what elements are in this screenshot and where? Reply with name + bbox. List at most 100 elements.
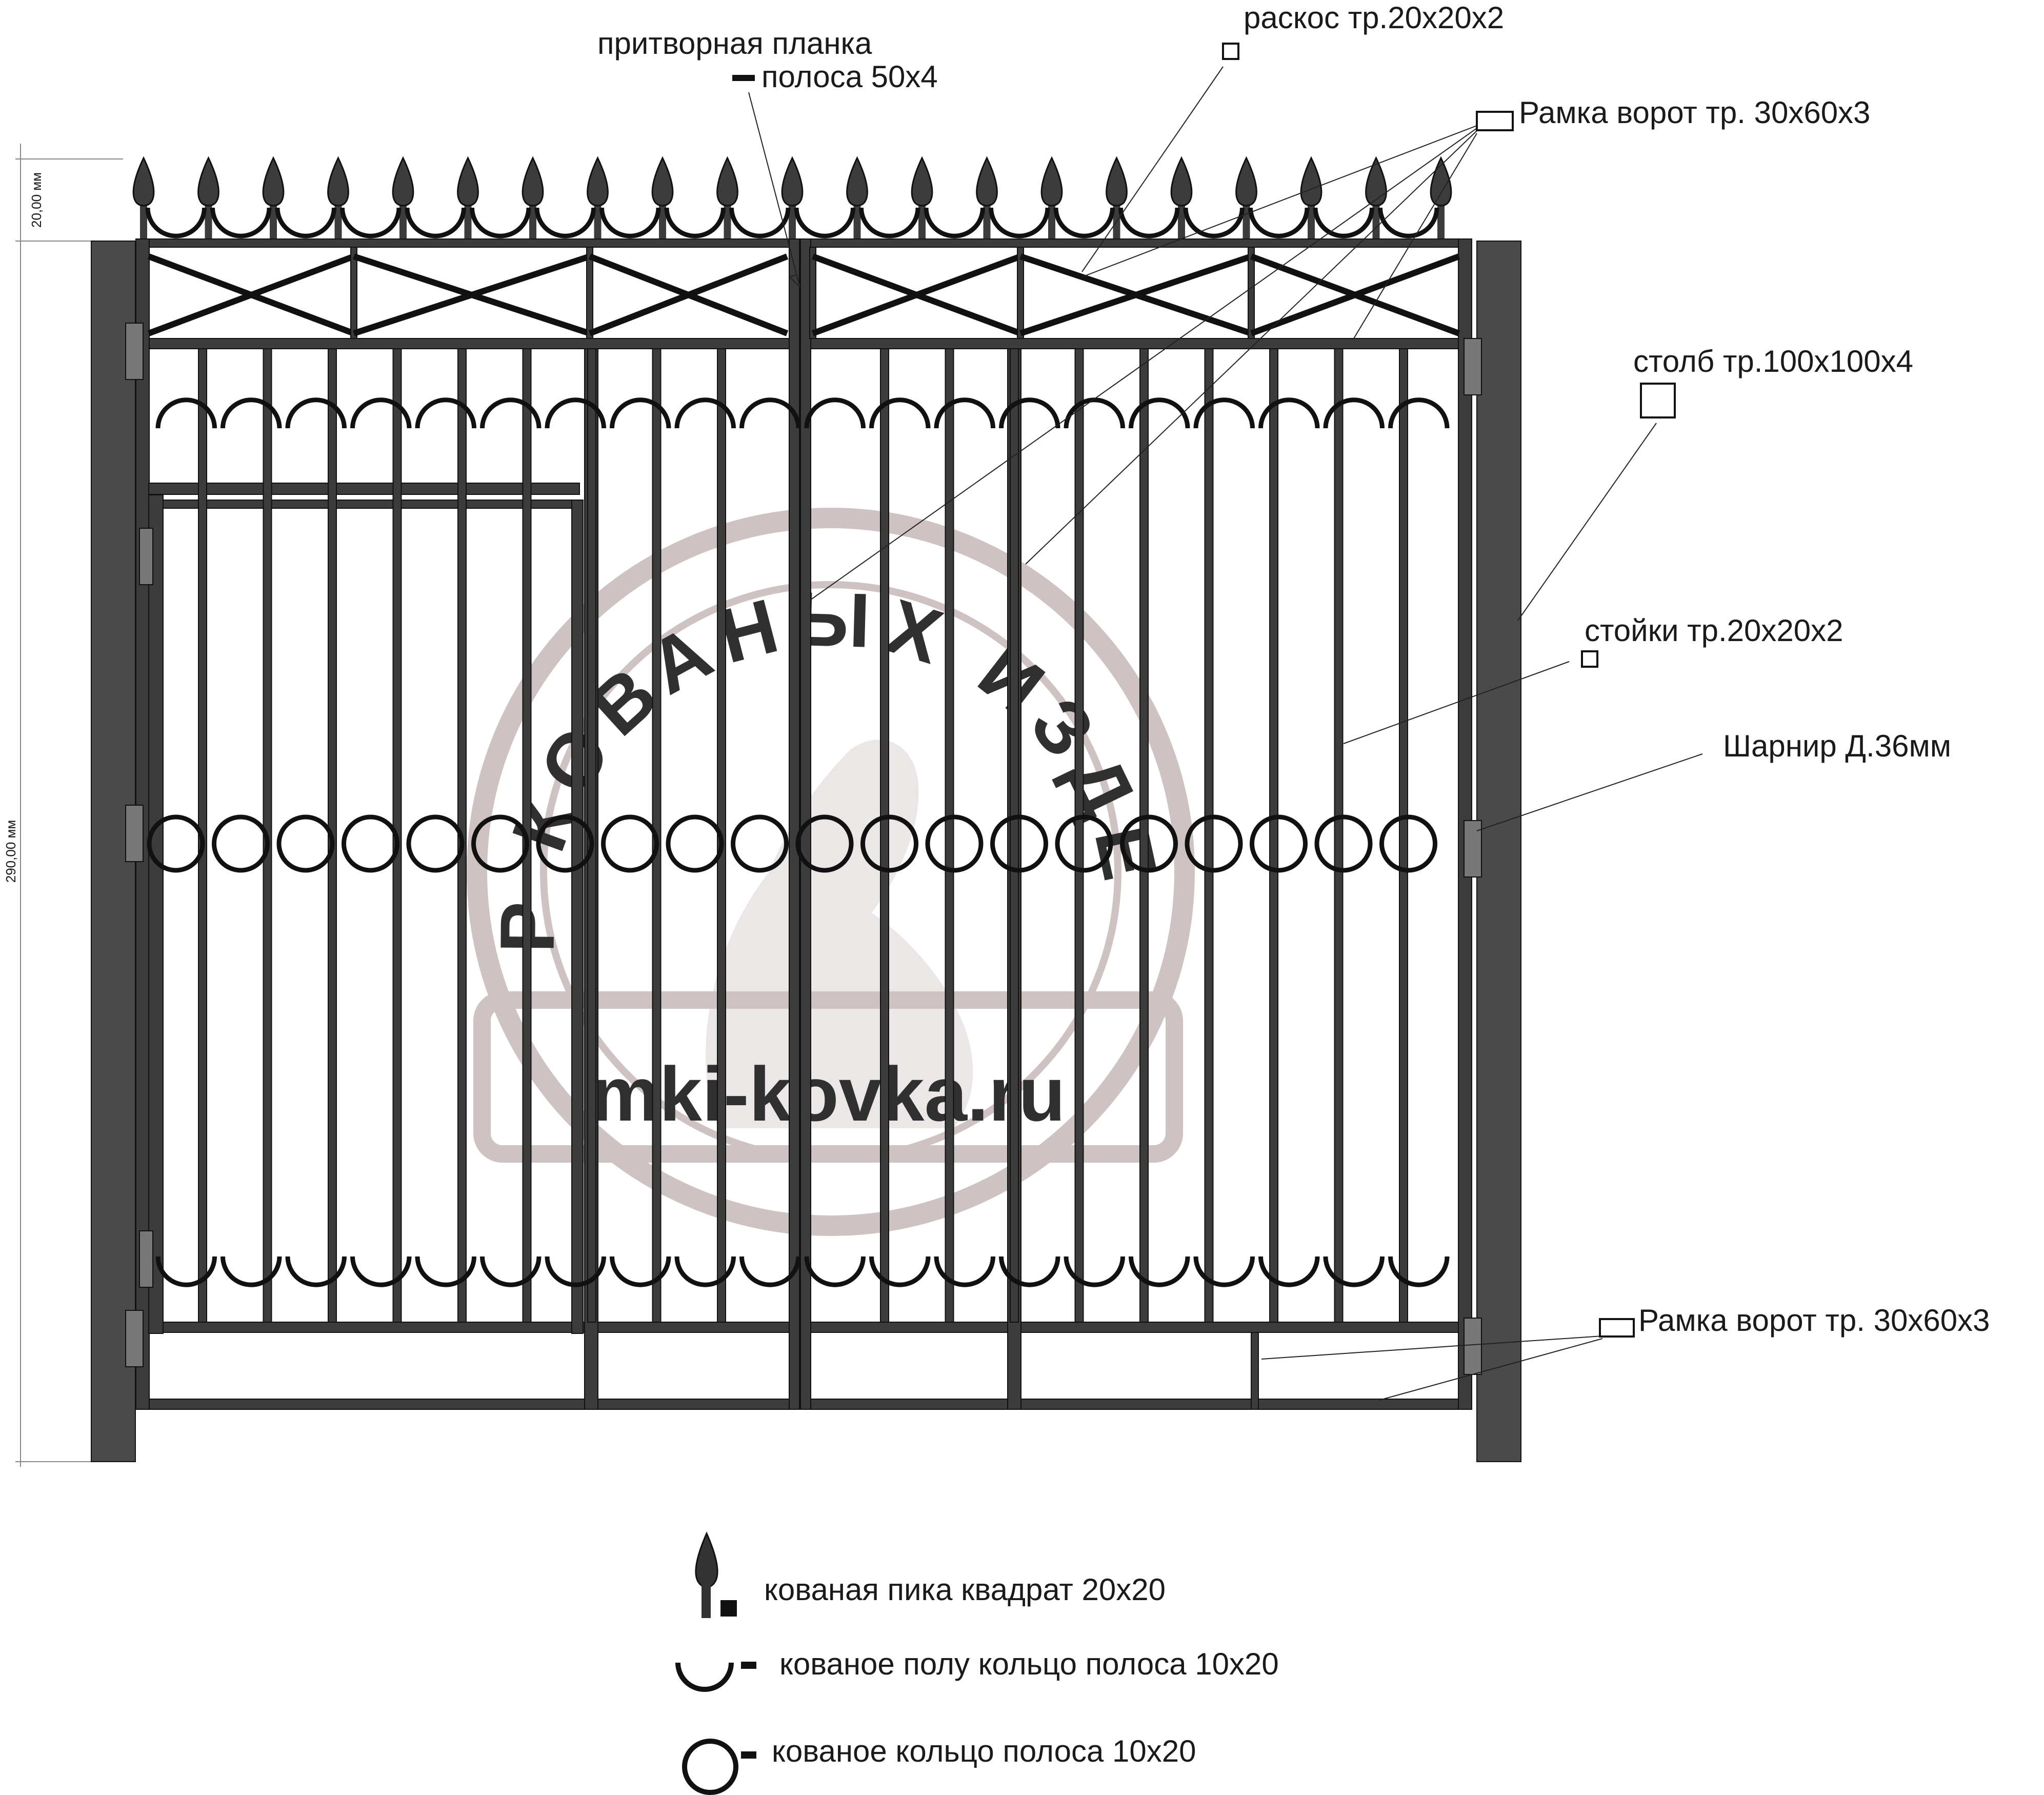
lower-half-ring <box>739 1256 801 1287</box>
leader-post <box>1517 423 1657 621</box>
ring <box>1314 814 1373 873</box>
wicket-top-rail <box>148 483 580 495</box>
watermark-outer-ring <box>467 508 1195 1236</box>
brace-divider <box>586 247 593 339</box>
ring <box>342 814 399 873</box>
leader-frame-top-3 <box>1025 130 1477 565</box>
spike-tip <box>197 156 219 207</box>
upper-half-ring <box>1388 397 1450 429</box>
spike-tip <box>522 156 544 207</box>
leader-lines <box>748 66 1703 1401</box>
brace-diagonal <box>1250 253 1460 336</box>
top-half-ring <box>145 207 207 238</box>
vertical-bar <box>1204 348 1214 1323</box>
leader-hinge <box>1476 753 1703 831</box>
spike-tip <box>651 156 674 207</box>
brace-diagonal <box>811 253 1022 336</box>
lower-half-ring <box>480 1256 542 1287</box>
spike-shaft <box>270 205 277 244</box>
upper-half-ring <box>1258 397 1320 429</box>
ring <box>1250 814 1308 873</box>
ring <box>666 814 724 873</box>
upper-half-ring <box>934 397 995 429</box>
watermark-blacksmith-figure <box>706 740 973 1128</box>
label-raskos: раскос тр.20х20х2 <box>1244 1 1504 35</box>
lower-half-ring <box>221 1256 282 1287</box>
brace-divider <box>350 247 357 339</box>
ring <box>147 814 205 873</box>
upper-half-ring <box>674 397 736 429</box>
top-half-ring <box>1183 207 1245 238</box>
spike-tip <box>1300 156 1322 207</box>
spike-shaft <box>1372 205 1380 244</box>
upper-half-ring <box>1129 397 1190 429</box>
spike-shaft <box>1113 205 1120 244</box>
upper-half-ring <box>804 397 866 429</box>
spike-tip <box>1235 156 1257 207</box>
spike-tip <box>976 156 998 207</box>
lower-half-ring <box>1388 1256 1450 1287</box>
label-stoiki: стойки тр.20х20х2 <box>1585 613 1843 648</box>
spike-shaft <box>399 205 407 244</box>
top-half-ring <box>470 207 531 238</box>
top-half-ring <box>1248 207 1310 238</box>
lower-half-ring <box>1129 1256 1190 1287</box>
ring <box>1055 814 1113 873</box>
legend-half-ring-label: кованое полу кольцо полоса 10х20 <box>779 1647 1279 1681</box>
label-pritvor-spec: полоса 50х4 <box>762 59 938 94</box>
top-half-ring <box>210 207 272 238</box>
upper-half-ring <box>221 397 282 429</box>
leader-pritvor-arrow <box>789 274 800 288</box>
label-hinge: Шарнир Д.36мм <box>1723 729 1951 763</box>
spike-shaft <box>1048 205 1055 244</box>
ring <box>1185 814 1243 873</box>
top-half-ring <box>1313 207 1374 238</box>
top-half-ring <box>1118 207 1180 238</box>
label-frame-bottom: Рамка ворот тр. 30х60х3 <box>1638 1303 1990 1338</box>
spec-icons <box>732 43 1676 1338</box>
spike-shaft <box>140 205 147 244</box>
legend: кованая пика квадрат 20х20 кованое полу … <box>675 1531 1279 1795</box>
spike-shaft <box>1178 205 1185 244</box>
spike-tip <box>392 156 414 207</box>
brace-diagonal <box>588 253 789 336</box>
brace-divider <box>1017 247 1024 339</box>
spike-shaft <box>659 205 666 244</box>
hinge-right <box>1464 338 1482 395</box>
spike-tip <box>781 156 804 207</box>
hinge-left <box>125 1310 144 1367</box>
ring <box>471 814 529 873</box>
upper-half-ring <box>869 397 931 429</box>
spike-shaft <box>1308 205 1315 244</box>
spike-shaft <box>334 205 342 244</box>
spike-tip <box>262 156 285 207</box>
stoika-tube-icon <box>1581 650 1598 668</box>
upper-half-ring <box>350 397 412 429</box>
spike-shaft <box>983 205 991 244</box>
brace-divider <box>809 247 816 339</box>
hinge-wicket <box>139 1230 153 1288</box>
leader-raskos <box>1081 66 1224 272</box>
upper-half-ring <box>1064 397 1125 429</box>
label-post: столб тр.100х100х4 <box>1633 344 1913 378</box>
half-ring-icon <box>675 1662 756 1692</box>
brace-diagonal <box>1019 253 1252 336</box>
upper-half-ring <box>1323 397 1385 429</box>
top-half-ring <box>729 207 791 238</box>
spike-tip <box>911 156 933 207</box>
hinge-left <box>125 323 144 380</box>
top-half-ring <box>859 207 920 238</box>
frame-mid-left <box>789 238 800 1410</box>
vertical-bar <box>1334 348 1344 1323</box>
wicket-left <box>148 494 164 1334</box>
ring <box>536 814 594 873</box>
square-tube-icon <box>1222 43 1239 60</box>
brace-diagonal <box>353 253 591 336</box>
ring <box>731 814 789 873</box>
ring <box>1120 814 1178 873</box>
upper-half-ring <box>480 397 542 429</box>
vertical-bar <box>1074 348 1084 1323</box>
spike-tip <box>846 156 868 207</box>
upper-half-ring <box>999 397 1060 429</box>
brace-divider <box>1248 247 1255 339</box>
